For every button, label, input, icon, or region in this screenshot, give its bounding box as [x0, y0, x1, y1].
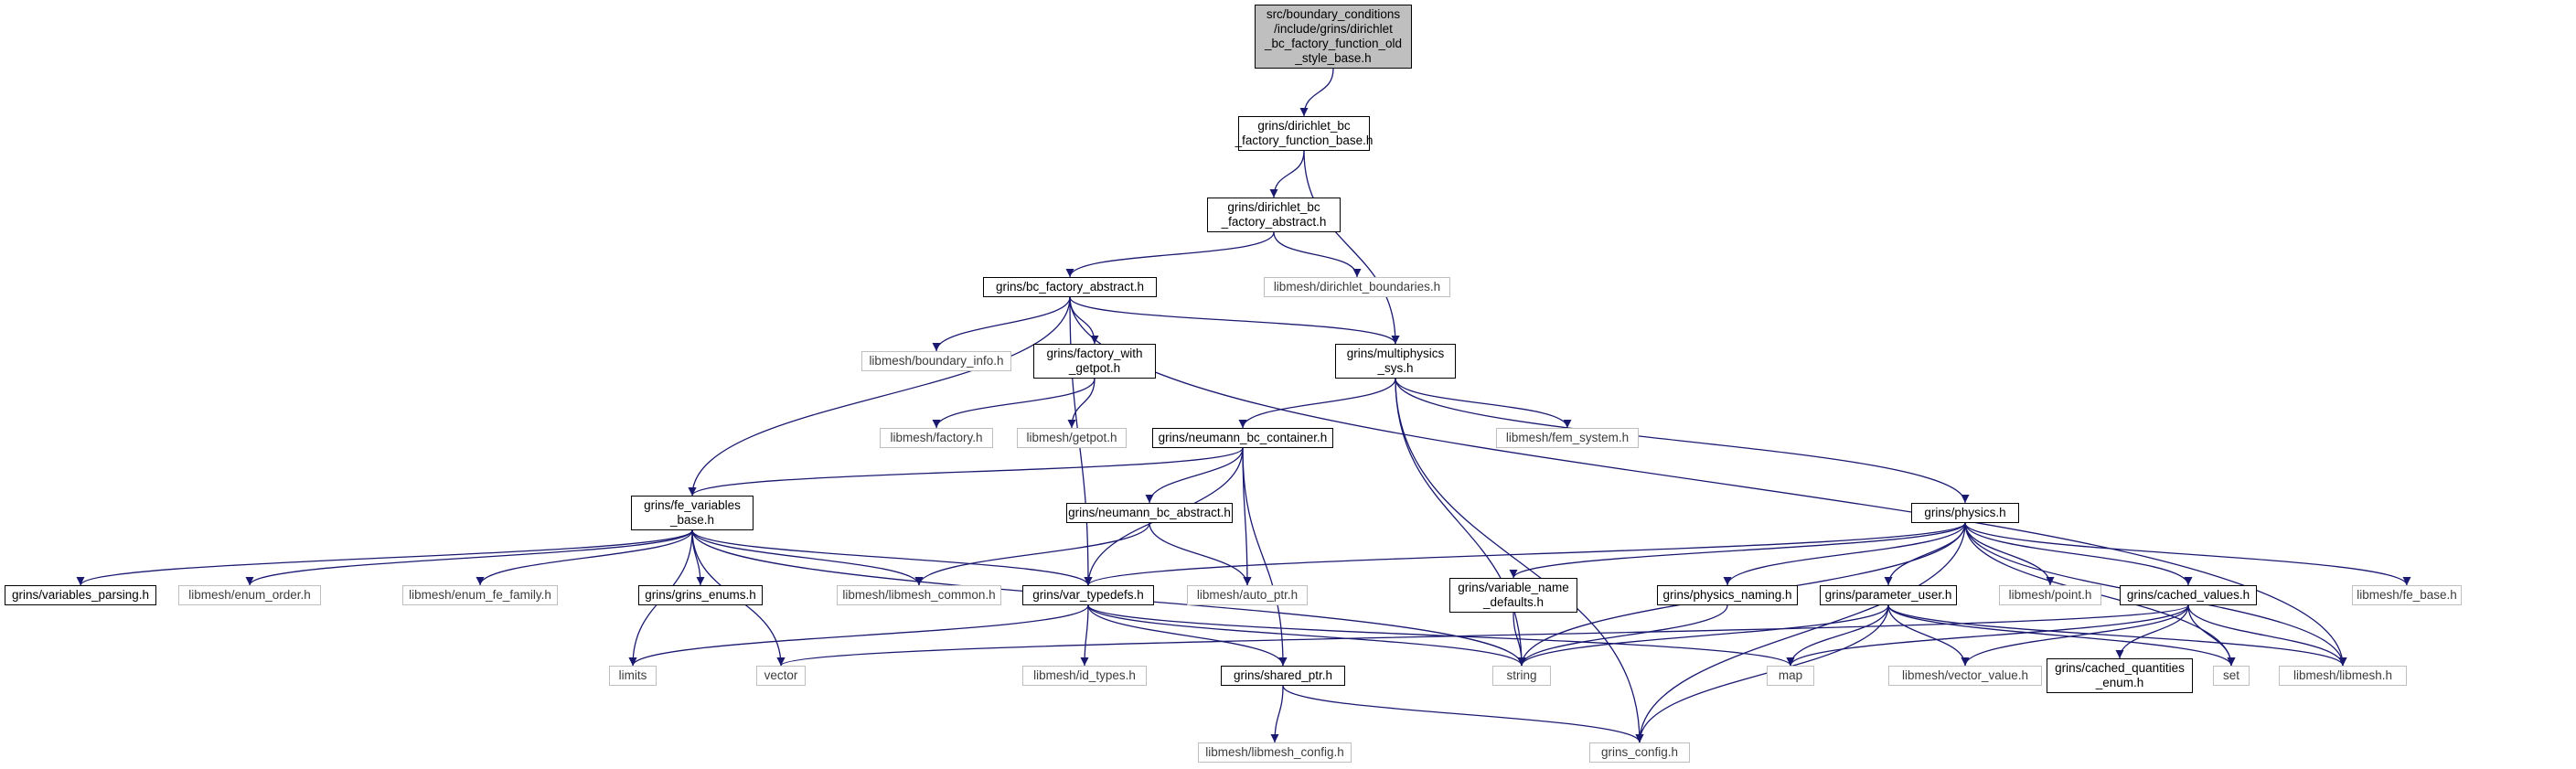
- edge-var_typedefs-to-limits: [628, 604, 1089, 667]
- edge-neumann_container-to-shared_ptr: [1242, 447, 1288, 667]
- edge-factory_getpot-to-lm_getpot: [1067, 378, 1096, 429]
- node-multiphysics-sys[interactable]: grins/multiphysics _sys.h: [1335, 344, 1456, 379]
- edge-parameter_user-to-string: [1517, 604, 1889, 667]
- node-variables-parsing[interactable]: grins/variables_parsing.h: [5, 585, 156, 605]
- node-vector: vector: [756, 666, 806, 686]
- node-libmesh-fe-base: libmesh/fe_base.h: [2352, 585, 2462, 605]
- edge-physics-to-grins_config: [1635, 522, 1966, 743]
- edge-fe_variables-to-variables_parsing: [76, 529, 693, 586]
- node-factory-with-getpot[interactable]: grins/factory_with _getpot.h: [1033, 344, 1156, 379]
- node-grins-config: grins_config.h: [1589, 742, 1690, 763]
- edge-parameter_user-to-vector_value: [1887, 604, 1970, 667]
- edge-multiphysics-to-neumann_container: [1238, 378, 1396, 429]
- node-set: set: [2213, 666, 2250, 686]
- edge-neumann_container-to-neumann_abstract: [1145, 447, 1244, 504]
- node-libmesh-common: libmesh/libmesh_common.h: [837, 585, 1001, 605]
- node-libmesh-enum-order: libmesh/enum_order.h: [178, 585, 321, 605]
- edge-cached_values-to-map: [1786, 604, 2189, 667]
- edge-bc_factory-to-boundary_info: [932, 296, 1071, 352]
- edge-multiphysics-to-string: [1395, 378, 1526, 667]
- edge-fe_variables-to-enum_fe_family: [476, 529, 693, 586]
- edge-shared_ptr-to-libmesh_config: [1270, 685, 1284, 743]
- edge-physics-to-lm_point: [1964, 522, 2055, 586]
- edge-var_typedefs-to-shared_ptr: [1087, 604, 1288, 667]
- edge-multiphysics-to-fem_system: [1395, 378, 1572, 429]
- edge-multiphysics-to-grins_config: [1395, 378, 1644, 743]
- edge-parameter_user-to-map: [1786, 604, 1889, 667]
- node-libmesh-factory: libmesh/factory.h: [880, 428, 993, 448]
- edge-dbc_abstract-to-dirichlet_bounds: [1273, 231, 1362, 278]
- node-shared-ptr[interactable]: grins/shared_ptr.h: [1221, 666, 1345, 686]
- node-libmesh-getpot: libmesh/getpot.h: [1017, 428, 1127, 448]
- node-libmesh-dirichlet-boundaries: libmesh/dirichlet_boundaries.h: [1264, 277, 1450, 297]
- edge-physics-to-physics_naming: [1723, 522, 1966, 586]
- node-libmesh-enum-fe-family: libmesh/enum_fe_family.h: [402, 585, 558, 605]
- node-libmesh-vector-value: libmesh/vector_value.h: [1888, 666, 2042, 686]
- edge-parameter_user-to-set: [1887, 604, 2236, 667]
- node-libmesh-point: libmesh/point.h: [1999, 585, 2101, 605]
- edge-dbc_fn_base-to-dbc_abstract: [1269, 150, 1305, 198]
- edge-physics-to-var_typedefs: [1084, 522, 1966, 586]
- node-dirichlet-bc-factory-function-base[interactable]: grins/dirichlet_bc _factory_function_bas…: [1235, 116, 1373, 151]
- edge-physics-to-fe_base: [1964, 522, 2411, 586]
- edge-cached_values-to-vector_value: [1961, 604, 2189, 667]
- node-libmesh-auto-ptr: libmesh/auto_ptr.h: [1187, 585, 1308, 605]
- node-map: map: [1767, 666, 1814, 686]
- edge-neumann_abstract-to-libmesh_common: [914, 522, 1150, 586]
- node-variable-name-defaults[interactable]: grins/variable_name _defaults.h: [1449, 578, 1577, 613]
- edge-physics-to-variable_name_defaults: [1509, 522, 1966, 579]
- edge-root-to-dbc_fn_base: [1299, 68, 1334, 117]
- node-cached-values[interactable]: grins/cached_values.h: [2120, 585, 2257, 605]
- node-neumann-bc-abstract[interactable]: grins/neumann_bc_abstract.h: [1066, 503, 1233, 523]
- edge-parameter_user-to-libmesh: [1887, 604, 2347, 667]
- edge-cached_values-to-set: [2187, 604, 2236, 667]
- node-var-typedefs[interactable]: grins/var_typedefs.h: [1022, 585, 1154, 605]
- edge-dbc_fn_base-to-multiphysics: [1303, 150, 1400, 345]
- edge-physics-to-cached_values: [1964, 522, 2193, 586]
- node-root-header[interactable]: src/boundary_conditions /include/grins/d…: [1255, 5, 1412, 69]
- edge-var_typedefs-to-id_types: [1080, 604, 1089, 667]
- node-dirichlet-bc-factory-abstract[interactable]: grins/dirichlet_bc _factory_abstract.h: [1207, 198, 1341, 232]
- node-libmesh-config: libmesh/libmesh_config.h: [1198, 742, 1352, 763]
- edge-neumann_abstract-to-auto_ptr: [1149, 522, 1252, 586]
- node-libmesh-boundary-info: libmesh/boundary_info.h: [861, 351, 1011, 371]
- edge-bc_factory-to-multiphysics: [1069, 296, 1400, 345]
- edge-cached_values-to-cached_quantities: [2115, 604, 2189, 659]
- node-libmesh-id-types: libmesh/id_types.h: [1022, 666, 1147, 686]
- node-grins-enums[interactable]: grins/grins_enums.h: [638, 585, 763, 605]
- node-string: string: [1492, 666, 1551, 686]
- edge-fe_variables-to-enum_order: [245, 529, 693, 586]
- node-libmesh: libmesh/libmesh.h: [2279, 666, 2407, 686]
- node-physics[interactable]: grins/physics.h: [1911, 503, 2019, 523]
- node-bc-factory-abstract[interactable]: grins/bc_factory_abstract.h: [983, 277, 1157, 297]
- node-parameter-user[interactable]: grins/parameter_user.h: [1820, 585, 1957, 605]
- node-limits: limits: [609, 666, 657, 686]
- node-physics-naming[interactable]: grins/physics_naming.h: [1657, 585, 1798, 605]
- node-libmesh-fem-system: libmesh/fem_system.h: [1496, 428, 1639, 448]
- node-fe-variables-base[interactable]: grins/fe_variables _base.h: [631, 496, 754, 530]
- node-cached-quantities-enum[interactable]: grins/cached_quantities _enum.h: [2047, 658, 2193, 693]
- edge-shared_ptr-to-grins_config: [1282, 685, 1644, 743]
- edge-neumann_container-to-fe_variables: [688, 447, 1244, 497]
- edge-dbc_abstract-to-bc_factory: [1065, 231, 1275, 278]
- edge-physics_naming-to-string: [1517, 604, 1728, 667]
- edge-var_typedefs-to-map: [1087, 604, 1795, 667]
- edge-fe_variables-to-libmesh_common: [691, 529, 924, 586]
- edge-fe_variables-to-var_typedefs: [691, 529, 1093, 586]
- edge-var_typedefs-to-string: [1087, 604, 1526, 667]
- node-neumann-bc-container[interactable]: grins/neumann_bc_container.h: [1152, 428, 1333, 448]
- edge-factory_getpot-to-lm_factory: [932, 378, 1096, 429]
- edge-cached_values-to-libmesh: [2187, 604, 2347, 667]
- edge-parameter_user-to-grins_config: [1635, 604, 1889, 743]
- edge-bc_factory-to-fe_variables: [688, 296, 1071, 497]
- edge-cached_values-to-vector: [776, 604, 2189, 667]
- edge-multiphysics-to-physics: [1395, 378, 1970, 504]
